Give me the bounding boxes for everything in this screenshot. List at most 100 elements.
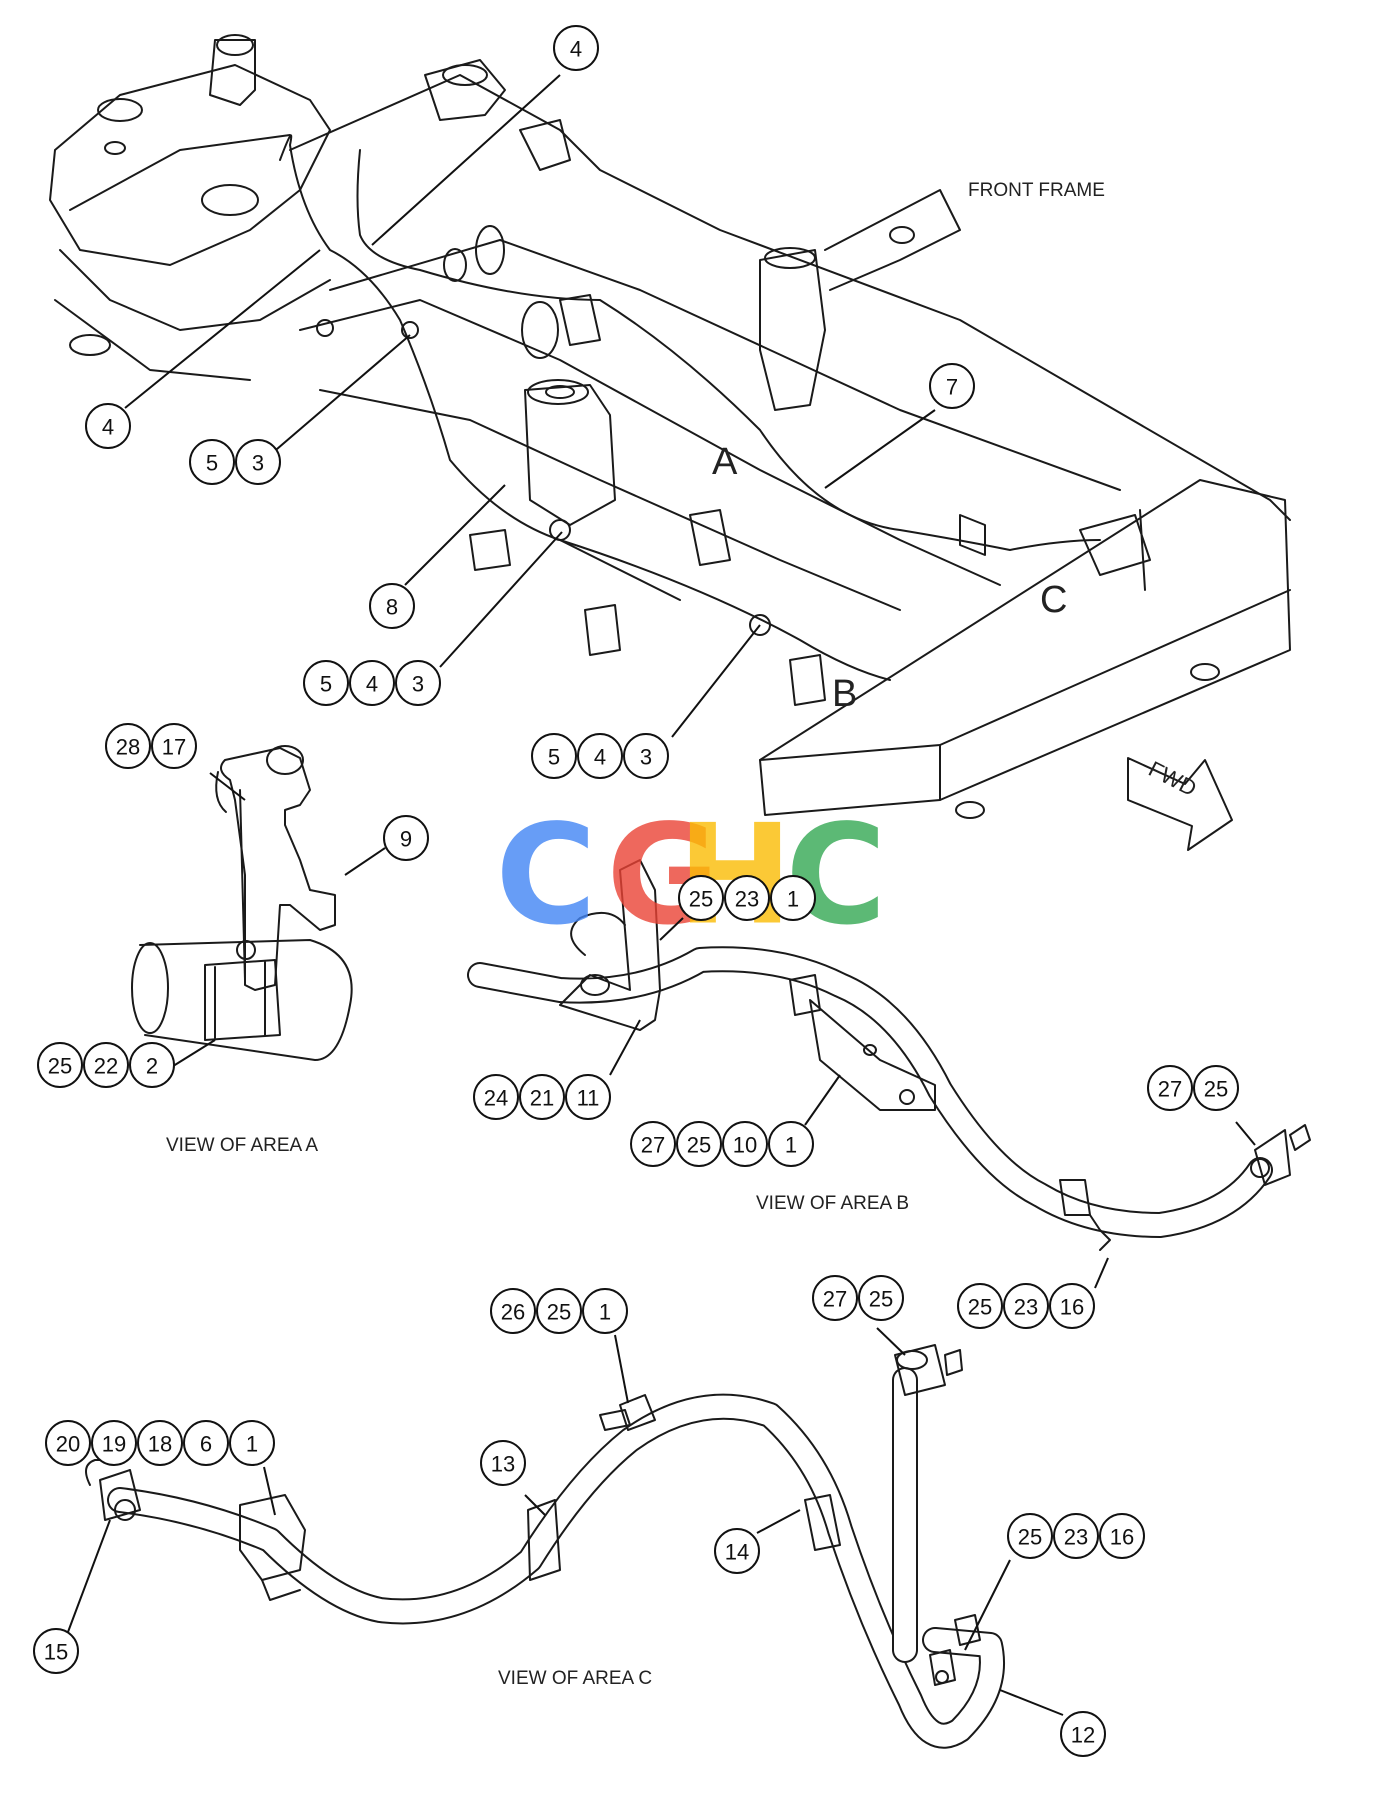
callout-number: 7 [946,375,958,400]
callout-number: 5 [548,745,560,770]
callout-bubble [490,1288,536,1334]
callout-number: 8 [386,595,398,620]
callout-bubble [582,1288,628,1334]
watermark-logo: C G H C [495,795,886,956]
view-c-drawing [85,1344,1005,1749]
callout-number: 25 [689,887,713,912]
callout-bubble [623,733,669,779]
callout-number: 23 [1064,1525,1088,1550]
callout-bubble [929,363,975,409]
callout-bubble [957,1283,1003,1329]
view-b-drawing [467,859,1311,1251]
callout-bubble [678,875,724,921]
callout-number: 27 [823,1287,847,1312]
callout-bubble [183,1420,229,1466]
callout-bubble [85,403,131,449]
callout-bubble [151,723,197,769]
callout-number: 10 [733,1133,757,1158]
fwd-label: FWD [1145,756,1201,801]
callout-number: 26 [501,1300,525,1325]
callout-number: 19 [102,1432,126,1457]
front-frame-drawing [49,34,1291,819]
area-b-letter: B [832,673,857,715]
callout-bubble [480,1440,526,1486]
callout-number: 25 [869,1287,893,1312]
callout-number: 14 [725,1540,749,1565]
callout-bubble [33,1628,79,1674]
callout-number: 16 [1060,1295,1084,1320]
callout-c-7: 7 [929,363,975,409]
fwd-arrow: FWD [1127,756,1233,851]
area-a-letter: A [712,441,738,483]
callout-bubble [1007,1513,1053,1559]
callout-bubble [91,1420,137,1466]
callout-number: 25 [1204,1077,1228,1102]
watermark-letter: G [606,795,719,956]
callout-bubble [137,1420,183,1466]
callout-bubble [676,1121,722,1167]
callout-number: 15 [44,1640,68,1665]
callout-bubble [630,1121,676,1167]
callout-number: 1 [246,1432,258,1457]
watermark-letter: H [677,795,793,956]
callout-bubble [768,1121,814,1167]
callout-bubble [531,733,577,779]
callout-number: 25 [48,1054,72,1079]
callout-number: 4 [594,745,606,770]
callout-bubble [129,1042,175,1088]
callout-number: 23 [1014,1295,1038,1320]
callout-bubble [349,660,395,706]
callout-bubble [1147,1065,1193,1111]
callout-bubble [383,815,429,861]
callout-bubble [1099,1513,1145,1559]
callout-number: 5 [320,672,332,697]
callout-number: 5 [206,451,218,476]
callout-number: 11 [577,1086,600,1111]
callout-number: 9 [400,827,412,852]
callout-number: 16 [1110,1525,1134,1550]
callout-number: 27 [1158,1077,1182,1102]
callout-number: 6 [200,1432,212,1457]
callout-c-27-25-c: 27 25 [812,1275,904,1321]
callout-number: 25 [547,1300,571,1325]
callout-c-25-23-16-b: 25 23 16 [957,1283,1095,1329]
callout-bubble [83,1042,129,1088]
callout-bubble [1193,1065,1239,1111]
callout-bubble [369,583,415,629]
callout-number: 3 [412,672,424,697]
callout-bubble [770,875,816,921]
callout-c-15: 15 [33,1628,79,1674]
callout-bubble [1049,1283,1095,1329]
callout-number: 25 [968,1295,992,1320]
callout-number: 2 [146,1054,158,1079]
callout-bubble [724,875,770,921]
callout-bubble [235,439,281,485]
callout-top-4: 4 [553,25,599,71]
callout-number: 12 [1071,1723,1095,1748]
callout-bubble [714,1528,760,1574]
callout-c-5-4-3-b: 5 4 3 [531,733,669,779]
callout-bubble [37,1042,83,1088]
callout-number: 3 [640,745,652,770]
callout-number: 17 [162,735,186,760]
callout-c-9: 9 [383,815,429,861]
callout-number: 1 [787,887,799,912]
callout-bubble [473,1074,519,1120]
callout-bubble [1060,1711,1106,1757]
callout-c-13: 13 [480,1440,526,1486]
leader-lines [67,74,1256,1716]
callout-number: 4 [102,415,114,440]
callout-number: 22 [94,1054,118,1079]
callout-bubble [105,723,151,769]
callout-bubble [45,1420,91,1466]
callout-bubble [519,1074,565,1120]
callout-number: 1 [785,1133,797,1158]
